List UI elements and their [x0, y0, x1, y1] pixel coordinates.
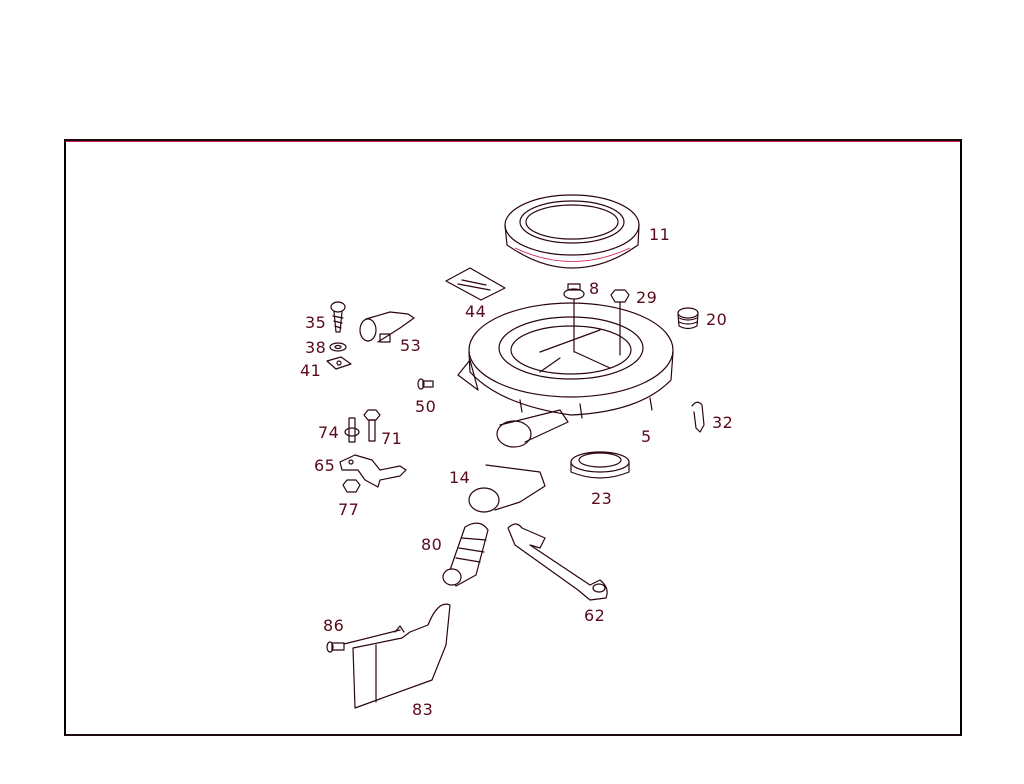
part-71-bolt-icon — [363, 409, 381, 442]
part-53-connector-valve-icon — [359, 311, 415, 343]
part-41-clip-nut-icon — [326, 356, 352, 370]
part-14-intake-duct-icon — [468, 464, 546, 513]
part-32-clip-icon — [691, 401, 705, 433]
part-44-label-plate-icon — [445, 267, 506, 301]
part-65-bracket-icon — [339, 454, 407, 488]
part-50-bolt-icon — [417, 378, 434, 390]
part-35-screw-icon — [330, 301, 346, 333]
callout-83: 83 — [412, 700, 434, 719]
callout-5: 5 — [641, 427, 652, 446]
callout-86: 86 — [323, 616, 345, 635]
part-38-washer-icon — [329, 342, 347, 352]
callout-41: 41 — [300, 361, 322, 380]
part-62-hose-pipe-icon — [507, 523, 608, 601]
part-80-bellows-hose-icon — [442, 522, 489, 587]
part-83-shield-cover-icon — [352, 603, 451, 709]
callout-65: 65 — [314, 456, 336, 475]
callout-53: 53 — [400, 336, 422, 355]
callout-80: 80 — [421, 535, 443, 554]
callout-11: 11 — [649, 225, 671, 244]
part-23-seal-ring-icon — [570, 451, 630, 479]
callout-20: 20 — [706, 310, 728, 329]
callout-8: 8 — [589, 279, 600, 298]
callout-29: 29 — [636, 288, 658, 307]
callout-74: 74 — [318, 423, 340, 442]
part-29-nut-icon — [610, 289, 630, 356]
part-11-filter-element-icon — [504, 194, 640, 269]
callout-38: 38 — [305, 338, 327, 357]
callout-32: 32 — [712, 413, 734, 432]
callout-50: 50 — [415, 397, 437, 416]
callout-14: 14 — [449, 468, 471, 487]
part-86-bolt-icon — [326, 629, 401, 653]
part-74-stud-icon — [344, 417, 360, 443]
diagram-frame — [64, 139, 962, 736]
callout-35: 35 — [305, 313, 327, 332]
callout-44: 44 — [465, 302, 487, 321]
callout-71: 71 — [381, 429, 403, 448]
part-5-air-cleaner-housing-icon — [457, 302, 674, 448]
callout-77: 77 — [338, 500, 360, 519]
callout-23: 23 — [591, 489, 613, 508]
callout-62: 62 — [584, 606, 606, 625]
part-77-nut-icon — [342, 479, 361, 493]
part-20-rubber-plug-icon — [677, 307, 699, 330]
